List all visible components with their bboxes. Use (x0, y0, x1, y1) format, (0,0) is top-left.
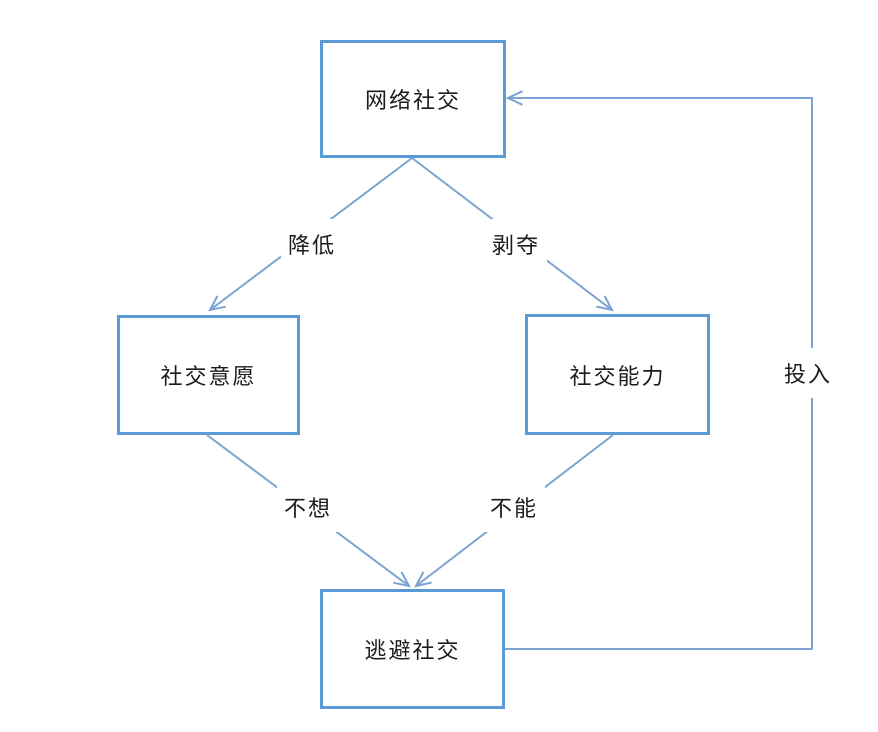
arrowhead-reduce-icon (208, 295, 226, 312)
edge-label-invest: 投入 (776, 348, 840, 398)
node-social-ability-label: 社交能力 (569, 363, 666, 389)
edge-label-reduce: 降低 (280, 219, 344, 269)
edge-label-deprive: 剥夺 (484, 219, 548, 269)
node-avoid-social-label: 逃避社交 (364, 638, 461, 663)
node-network-social: 网络社交 (320, 40, 506, 158)
node-avoid-social: 逃避社交 (320, 589, 505, 709)
arrowhead-unable-icon (414, 571, 432, 588)
node-network-social-label: 网络社交 (364, 88, 461, 113)
edge-label-unwilling: 不想 (276, 482, 340, 532)
arrowhead-invest-icon (505, 90, 523, 106)
edge-label-unable: 不能 (482, 482, 546, 532)
node-social-willingness: 社交意愿 (117, 315, 300, 435)
node-social-willingness-label: 社交意愿 (160, 364, 257, 389)
arrowhead-unwilling-icon (393, 571, 411, 588)
node-social-ability: 社交能力 (525, 314, 710, 435)
arrowhead-deprive-icon (596, 295, 614, 312)
